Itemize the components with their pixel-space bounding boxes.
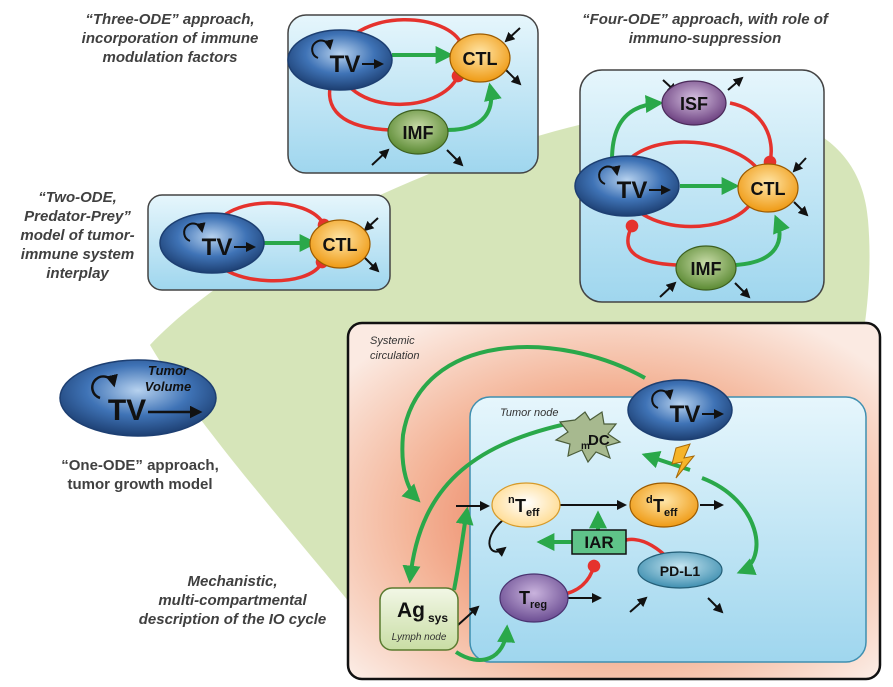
two-ode-caption-line4: immune system <box>20 246 135 263</box>
dteff-main: T <box>653 496 664 516</box>
tumor-volume-label-line1: Tumor <box>148 363 189 378</box>
tv-node-four-ode: TV <box>574 155 680 217</box>
mechanistic-caption-line3: description of the IO cycle <box>138 611 327 628</box>
three-ode-caption: “Three-ODE” approach, incorporation of i… <box>60 10 280 67</box>
one-ode-caption: “One-ODE” approach, tumor growth model <box>35 456 245 494</box>
dteff-sub: eff <box>664 507 678 519</box>
imf-node-three-ode: IMF <box>387 109 449 155</box>
tv-node-mechanistic: TV <box>627 379 733 441</box>
ctl-label: CTL <box>751 179 786 199</box>
four-ode-caption-line2: immuno-suppression <box>628 30 782 47</box>
two-ode-caption-line3: model of tumor- <box>20 227 135 244</box>
four-ode-caption-line1: “Four-ODE” approach, with role of <box>582 11 828 28</box>
imf-node-four-ode: IMF <box>675 245 737 291</box>
tumor-volume-node: TV Tumor Volume <box>59 359 217 437</box>
four-ode-caption: “Four-ODE” approach, with role of immuno… <box>555 10 855 48</box>
ag-main: Ag <box>397 599 425 622</box>
isf-node: ISF <box>661 80 727 126</box>
ctl-node-four-ode: CTL <box>737 163 799 213</box>
tv-label: TV <box>617 177 648 204</box>
lymph-node: Ag sys Lymph node <box>379 587 459 651</box>
iar-box: IAR <box>571 529 627 555</box>
pdl1-label: PD-L1 <box>660 563 701 579</box>
one-ode-caption-line1: “One-ODE” approach, <box>61 457 219 474</box>
tv-label: TV <box>670 401 701 428</box>
mechanistic-caption: Mechanistic, multi-compartmental descrip… <box>120 572 345 629</box>
tv-label: TV <box>108 394 146 427</box>
isf-label: ISF <box>680 94 708 114</box>
systemic-label-line1: Systemic <box>370 335 415 347</box>
naive-teff-node: n T eff <box>491 482 561 528</box>
treg-node: T reg <box>499 573 569 623</box>
nteff-sub: eff <box>526 507 540 519</box>
mechanistic-panel <box>346 321 882 681</box>
mdc-sub: m <box>581 441 590 452</box>
nteff-sup: n <box>508 494 515 506</box>
ag-sub: sys <box>428 611 448 625</box>
four-ode-panel <box>579 69 825 303</box>
tv-label: TV <box>202 234 233 261</box>
two-ode-caption: “Two-ODE, Predator-Prey” model of tumor-… <box>10 188 145 283</box>
ctl-label: CTL <box>463 49 498 69</box>
two-ode-caption-line5: interplay <box>46 265 109 282</box>
mdc-node: m DC <box>554 410 622 464</box>
tv-node-three-ode: TV <box>287 29 393 91</box>
two-ode-caption-line1: “Two-ODE, <box>38 189 117 206</box>
diff-teff-node: d T eff <box>629 482 699 528</box>
imf-label: IMF <box>691 259 722 279</box>
dteff-sup: d <box>646 494 653 506</box>
ctl-label: CTL <box>323 235 358 255</box>
systemic-label-line2: circulation <box>370 350 420 362</box>
three-ode-caption-line2: incorporation of immune <box>81 30 259 47</box>
treg-main: T <box>519 588 530 608</box>
imf-label: IMF <box>403 123 434 143</box>
lightning-icon <box>671 443 696 479</box>
ctl-node-three-ode: CTL <box>449 33 511 83</box>
mdc-label: DC <box>588 432 610 449</box>
three-ode-caption-line1: “Three-ODE” approach, <box>85 11 255 28</box>
tumor-node-label: Tumor node <box>500 407 559 419</box>
tumor-volume-label-line2: Volume <box>145 379 191 394</box>
two-ode-caption-line2: Predator-Prey” <box>24 208 131 225</box>
treg-sub: reg <box>530 599 547 611</box>
pdl1-node: PD-L1 <box>637 551 723 589</box>
lymph-node-label: Lymph node <box>392 632 447 643</box>
tv-label: TV <box>330 51 361 78</box>
nteff-main: T <box>515 496 526 516</box>
iar-label: IAR <box>584 533 613 552</box>
mechanistic-caption-line1: Mechanistic, <box>187 573 278 590</box>
ctl-node-two-ode: CTL <box>309 219 371 269</box>
tv-node-two-ode: TV <box>159 212 265 274</box>
mechanistic-caption-line2: multi-compartmental <box>158 592 307 609</box>
three-ode-caption-line3: modulation factors <box>102 49 238 66</box>
one-ode-caption-line2: tumor growth model <box>67 476 213 493</box>
